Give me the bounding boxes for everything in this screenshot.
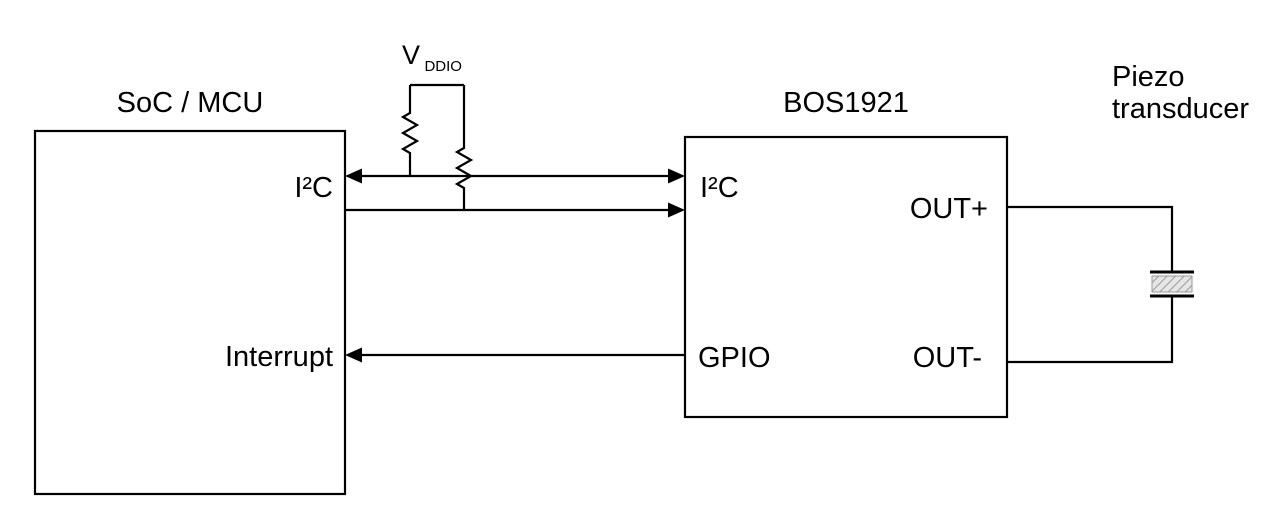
vddio-label: V DDIO bbox=[402, 40, 462, 75]
soc-interrupt-pin-label: Interrupt bbox=[225, 341, 333, 373]
i2c-sda-arrow-left-icon bbox=[345, 168, 362, 184]
piezo-body bbox=[1151, 275, 1193, 293]
piezo-transducer-icon bbox=[1150, 270, 1194, 298]
bos1921-out-minus-pin-label: OUT- bbox=[913, 342, 982, 374]
soc-i2c-pin-label: I²C bbox=[294, 172, 333, 204]
interrupt-arrow-left-icon bbox=[345, 347, 362, 363]
bos1921-title: BOS1921 bbox=[783, 87, 909, 119]
soc-mcu-box bbox=[33, 129, 347, 496]
bos1921-box bbox=[683, 135, 1009, 419]
bos1921-out-plus-pin-label: OUT+ bbox=[910, 193, 988, 225]
soc-mcu-title: SoC / MCU bbox=[117, 87, 264, 119]
bos1921-gpio-pin-label: GPIO bbox=[698, 342, 771, 374]
pullup-resistor-left-icon bbox=[400, 85, 420, 176]
bos1921-i2c-pin-label: I²C bbox=[700, 172, 739, 204]
pullup-resistor-right-icon bbox=[454, 85, 474, 210]
i2c-scl-arrow-right-icon bbox=[668, 202, 685, 218]
i2c-sda-arrow-right-icon bbox=[668, 168, 685, 184]
piezo-label-line2: transducer bbox=[1112, 93, 1249, 125]
piezo-label-line1: Piezo bbox=[1112, 61, 1185, 93]
out-minus-wire bbox=[1007, 296, 1174, 364]
out-plus-wire bbox=[1007, 205, 1174, 272]
